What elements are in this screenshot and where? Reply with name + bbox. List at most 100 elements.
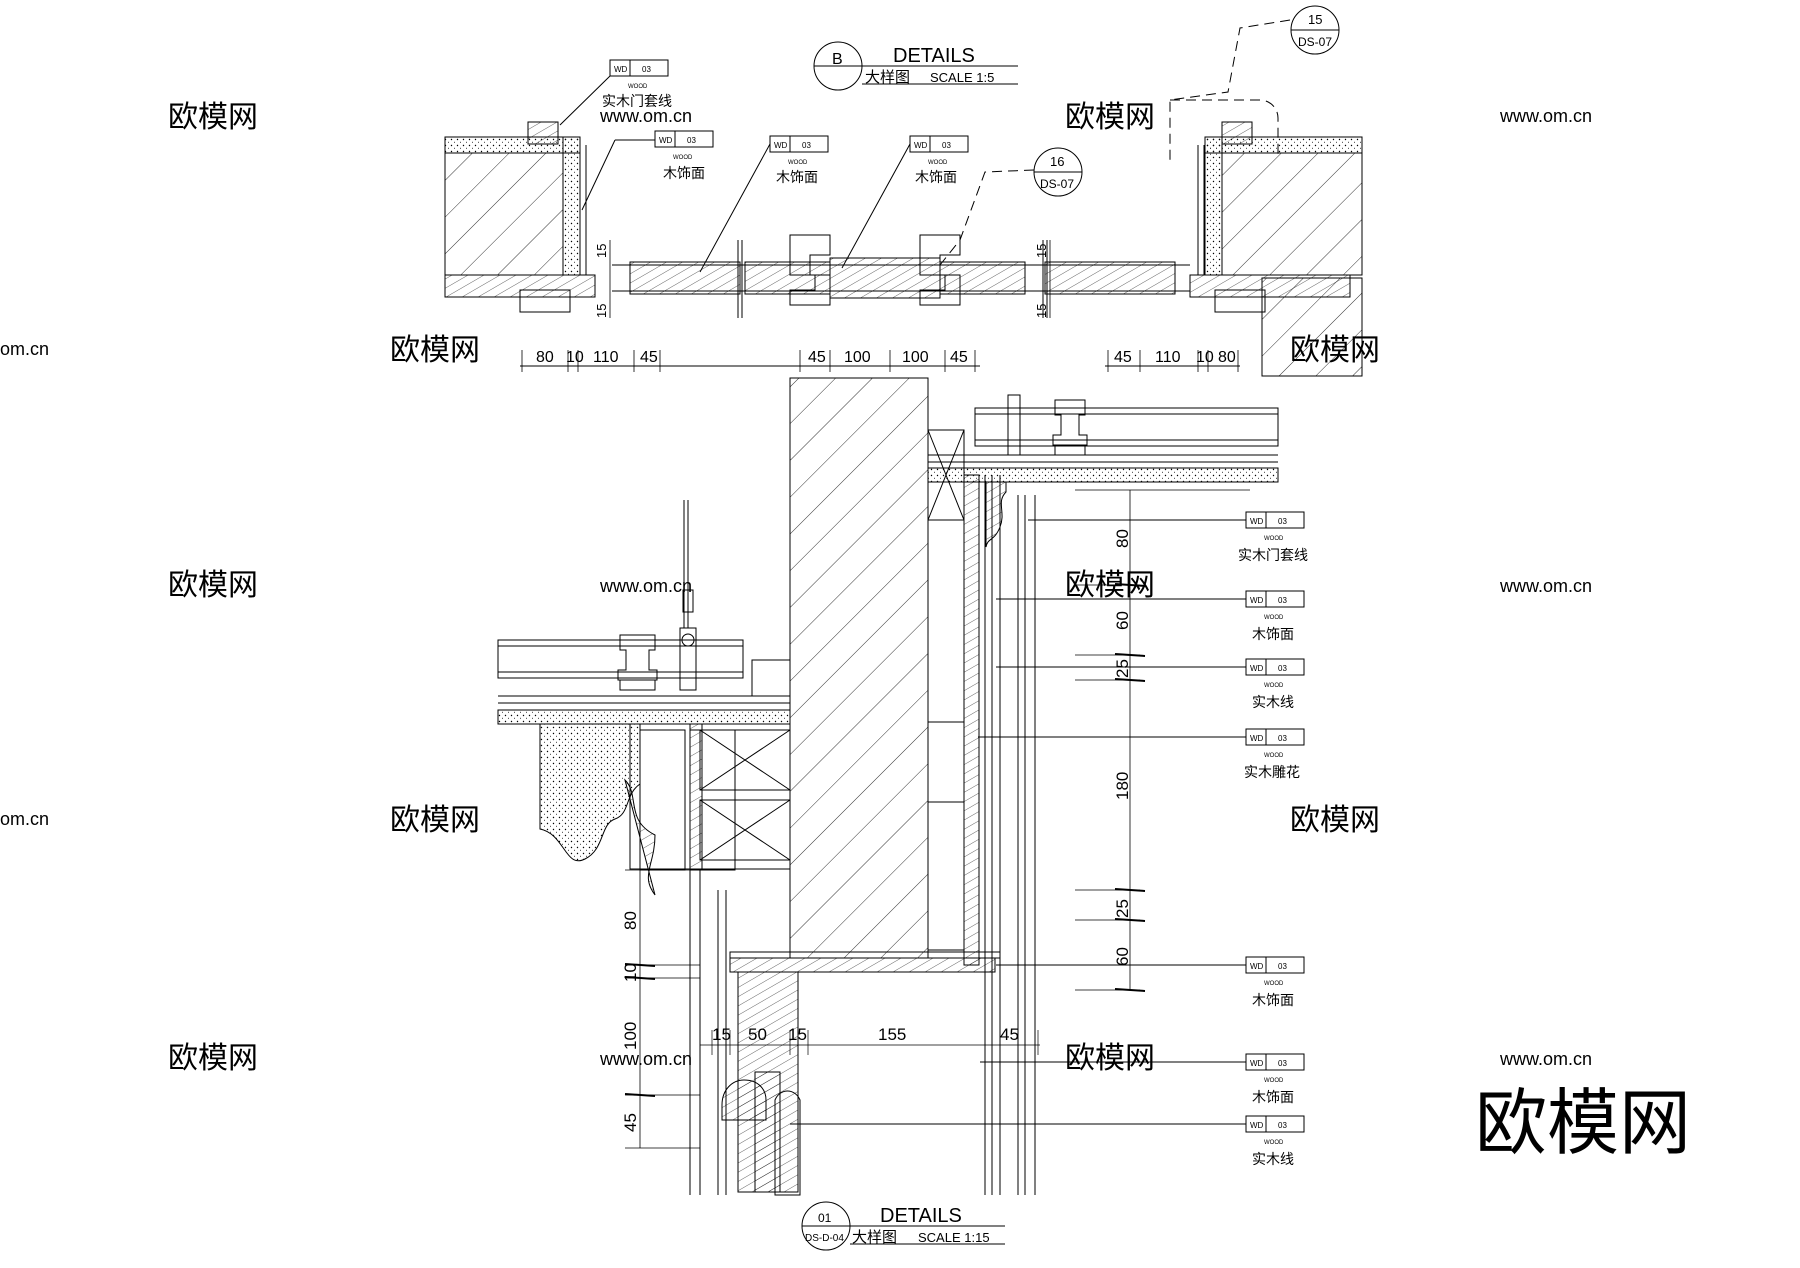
svg-text:03: 03 [687, 136, 696, 145]
svg-text:WD: WD [774, 141, 788, 150]
svg-text:15: 15 [788, 1025, 807, 1044]
side-label: 实木线 [1252, 694, 1294, 710]
material-tag: WD 03 WOOD [790, 1115, 1305, 1146]
svg-text:15: 15 [594, 244, 609, 258]
side-label: 实木门套线 [1238, 547, 1308, 563]
svg-text:03: 03 [642, 65, 651, 74]
watermark-site: www.om.cn [1499, 106, 1592, 126]
watermark-site: om.cn [0, 339, 49, 359]
bottom-detail-section [497, 377, 1279, 1251]
svg-text:45: 45 [950, 349, 968, 366]
svg-text:15: 15 [1034, 304, 1049, 318]
svg-text:WD: WD [914, 141, 928, 150]
svg-text:15: 15 [1308, 12, 1322, 27]
bottom-crown-molding-left [539, 723, 641, 862]
svg-text:80: 80 [1218, 349, 1236, 366]
svg-text:100: 100 [621, 1022, 640, 1050]
svg-text:WOOD: WOOD [928, 160, 948, 166]
bottom-door-head [729, 957, 996, 973]
watermark-brand: 欧模网 [168, 569, 258, 602]
svg-text:10: 10 [566, 349, 584, 366]
material-tag: WD 03 WOOD [996, 590, 1305, 621]
bottom-crown-molding-right [985, 481, 1007, 548]
watermark-brand: 欧模网 [1290, 804, 1380, 837]
svg-text:80: 80 [536, 349, 554, 366]
top-door-leaf-right [939, 261, 1026, 295]
svg-text:WD: WD [1250, 596, 1264, 605]
svg-text:WD: WD [659, 136, 673, 145]
svg-text:03: 03 [802, 141, 811, 150]
svg-text:110: 110 [593, 349, 619, 366]
watermark-brand: 欧模网 [168, 101, 258, 134]
watermark-site: www.om.cn [1499, 576, 1592, 596]
svg-text:15: 15 [712, 1025, 731, 1044]
right-vertical-dims: 80 60 25 180 25 60 [1113, 529, 1132, 966]
watermark-brand: 欧模网 [1065, 1042, 1155, 1075]
svg-text:03: 03 [1278, 1121, 1287, 1130]
svg-text:03: 03 [1278, 664, 1287, 673]
watermark-site: www.om.cn [599, 1049, 692, 1069]
side-label: 木饰面 [1252, 626, 1294, 642]
svg-text:60: 60 [1113, 611, 1132, 630]
svg-text:WOOD: WOOD [1264, 1078, 1284, 1084]
svg-text:03: 03 [1278, 596, 1287, 605]
bottom-marker-sheet: DS-D-04 [805, 1233, 844, 1244]
watermark-brand: 欧模网 [168, 1042, 258, 1075]
top-subtitle: 大样图 [865, 69, 910, 86]
svg-text:03: 03 [1278, 962, 1287, 971]
svg-text:45: 45 [640, 349, 658, 366]
svg-text:180: 180 [1113, 772, 1132, 800]
bottom-horizontal-dims: 15 50 15 155 45 [712, 1025, 1019, 1044]
svg-text:25: 25 [1113, 899, 1132, 918]
bottom-subtitle: 大样图 [852, 1229, 897, 1246]
side-label: 实木雕花 [1244, 764, 1300, 780]
top-label: 实木门套线 [602, 93, 672, 109]
svg-text:155: 155 [878, 1025, 906, 1044]
svg-text:15: 15 [1034, 244, 1049, 258]
bottom-marker-num: 01 [818, 1211, 832, 1225]
watermark-brand: 欧模网 [390, 334, 480, 367]
material-tag: WD 03 WOOD [978, 728, 1305, 759]
svg-text:WD: WD [1250, 962, 1264, 971]
svg-text:03: 03 [1278, 1059, 1287, 1068]
svg-text:WOOD: WOOD [1264, 981, 1284, 987]
watermarks: 欧模网 www.om.cn 欧模网 www.om.cn om.cn 欧模网 欧模… [0, 101, 1592, 1075]
top-right-wall [1221, 152, 1363, 276]
svg-text:45: 45 [1114, 349, 1132, 366]
svg-text:110: 110 [1155, 349, 1181, 366]
top-center-handle [789, 234, 831, 306]
top-small-dims [609, 240, 1051, 318]
svg-text:03: 03 [1278, 734, 1287, 743]
svg-text:10: 10 [1196, 349, 1214, 366]
svg-text:WOOD: WOOD [1264, 615, 1284, 621]
callout-16: 16 DS-07 [1033, 147, 1083, 197]
material-tag: WD 03 WOOD [581, 130, 714, 211]
svg-text:16: 16 [1050, 154, 1064, 169]
top-label: 木饰面 [663, 165, 705, 181]
svg-text:WOOD: WOOD [1264, 753, 1284, 759]
callout-15: 15 DS-07 [1290, 5, 1340, 55]
top-small-dims-text: 15 15 15 15 [594, 244, 1049, 318]
watermark-site: om.cn [0, 809, 49, 829]
svg-text:60: 60 [1113, 947, 1132, 966]
svg-text:45: 45 [1000, 1025, 1019, 1044]
svg-text:100: 100 [844, 349, 871, 366]
material-tag: WD 03 WOOD [841, 135, 969, 269]
bottom-tags: WD 03 WOOD WD 03 WOOD WD 03 WOOD WD 03 W… [790, 511, 1305, 1146]
svg-text:WD: WD [1250, 1059, 1264, 1068]
top-detail-plan [444, 19, 1363, 377]
side-label: 木饰面 [1252, 1089, 1294, 1105]
bottom-ceiling-right [927, 467, 1279, 483]
svg-text:WD: WD [614, 65, 628, 74]
svg-text:WOOD: WOOD [788, 160, 808, 166]
top-left-wall [444, 152, 564, 276]
svg-text:WD: WD [1250, 517, 1264, 526]
svg-text:WD: WD [1250, 664, 1264, 673]
svg-text:45: 45 [621, 1113, 640, 1132]
svg-text:45: 45 [808, 349, 826, 366]
side-label: 实木线 [1252, 1151, 1294, 1167]
svg-text:25: 25 [1113, 659, 1132, 678]
svg-text:03: 03 [942, 141, 951, 150]
svg-text:WOOD: WOOD [1264, 536, 1284, 542]
svg-text:WOOD: WOOD [628, 84, 648, 90]
